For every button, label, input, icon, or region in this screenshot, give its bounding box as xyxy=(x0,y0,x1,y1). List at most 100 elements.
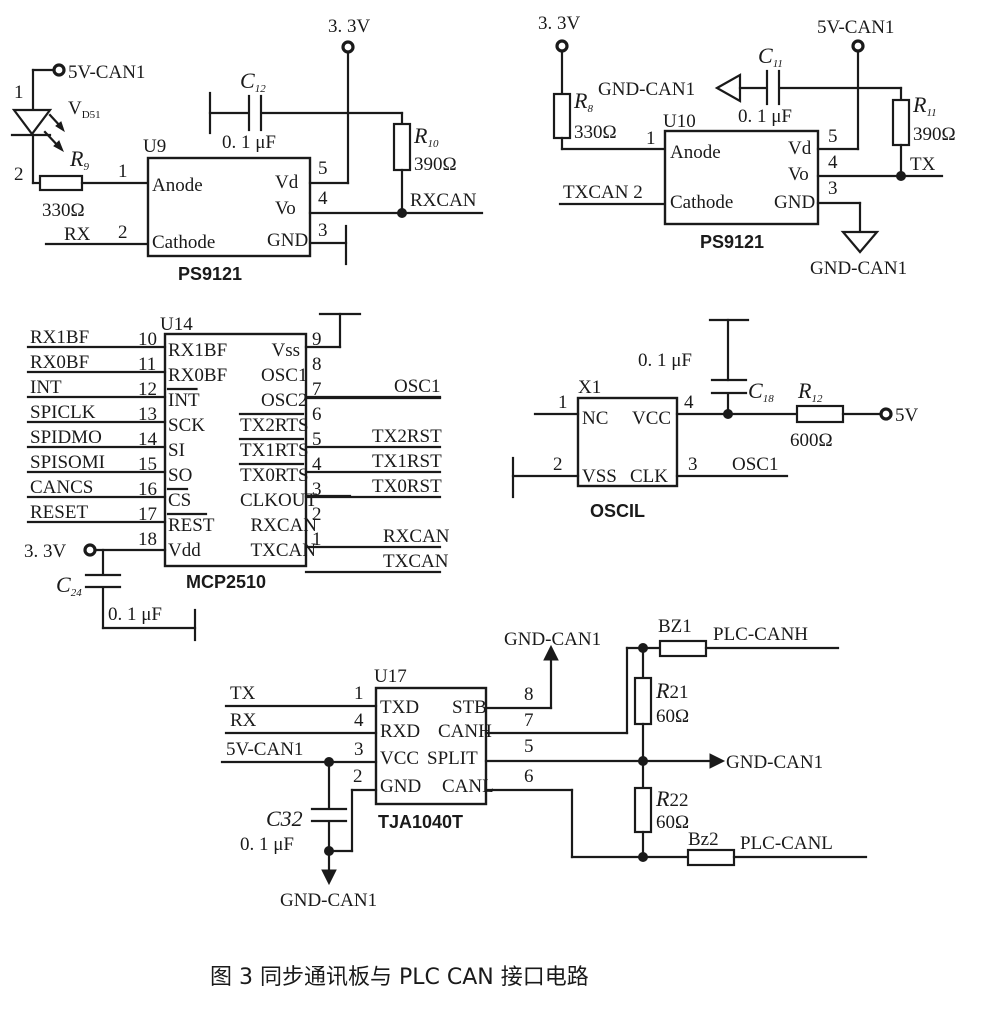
u17-canl-out: PLC-CANL xyxy=(740,833,833,854)
u17-pin1-num: 1 xyxy=(354,683,364,704)
u10-pin-vd: Vd xyxy=(788,138,812,159)
u10-part: PS9121 xyxy=(700,232,764,252)
u10-r8-ref: R8 xyxy=(573,88,593,115)
u10-pin4-num: 4 xyxy=(828,152,838,173)
u17-pin-txd: TXD xyxy=(380,697,419,718)
led-ray-arrow xyxy=(53,140,64,153)
u14-net-tx0rst: TX0RST xyxy=(372,476,442,497)
u9-pin5-num: 5 xyxy=(318,158,328,179)
u14-pin-sck: SCK xyxy=(168,415,205,436)
u17-pin-rxd: RXD xyxy=(380,721,420,742)
u14-pin6-num: 6 xyxy=(312,404,322,425)
u14-supply-label: 3. 3V xyxy=(24,541,67,562)
u14-part: MCP2510 xyxy=(186,572,266,592)
u9-pin3-num: 3 xyxy=(318,220,328,241)
x1-supply-terminal xyxy=(879,407,893,421)
led-ray-arrow xyxy=(55,121,65,133)
u10-r11-ref: R11 xyxy=(912,92,937,119)
u14-pin14-num: 14 xyxy=(138,429,158,450)
u14-right-pins: Vss9OSC18OSC1OSC27TX2RTS6TX2RSTTX1RTS5TX… xyxy=(238,329,450,574)
x1-pin-vcc: VCC xyxy=(632,408,671,429)
u14-pin3-num: 3 xyxy=(312,479,322,500)
u17-pin2-num: 2 xyxy=(353,766,363,787)
u9-rxcan-net: RXCAN xyxy=(410,190,477,211)
u10-r11-resistor xyxy=(891,98,911,147)
u10-pin3-num: 3 xyxy=(828,178,838,199)
u14-chip-body xyxy=(163,332,308,568)
u17-bz1 xyxy=(658,639,708,658)
x1-pin3-num: 3 xyxy=(688,454,698,475)
u14-net-tx2rst: TX2RST xyxy=(372,426,442,447)
u9-r10-ref: R10 xyxy=(413,123,439,150)
u14-net-spidmo: SPIDMO xyxy=(30,427,102,448)
u9-r9-resistor xyxy=(38,174,84,192)
u17-tx-net: TX xyxy=(230,683,256,704)
u9-led-ref: VD51 xyxy=(68,98,101,121)
u9-pin-gnd: GND xyxy=(267,230,308,251)
u14-pin-clkout: CLKOUT xyxy=(240,490,317,511)
u9-led-supply-label: 5V-CAN1 xyxy=(68,62,145,83)
u14-pin-so: SO xyxy=(168,465,192,486)
u14-pin1-num: 1 xyxy=(312,529,322,550)
ground-icon xyxy=(714,73,742,103)
u9-led-pin1: 1 xyxy=(14,82,24,103)
x1-osc1-net: OSC1 xyxy=(732,454,778,475)
u14-pin-osc1: OSC1 xyxy=(261,365,307,386)
u14-pin-txcan: TXCAN xyxy=(251,540,317,561)
u14-pin-int: INT xyxy=(168,390,200,411)
u17-pin-vcc: VCC xyxy=(380,748,419,769)
u14-pin-rest: REST xyxy=(168,515,215,536)
x1-chip-body xyxy=(576,396,679,488)
u14-pin18-num: 18 xyxy=(138,529,157,550)
u9-led-supply-terminal xyxy=(52,63,66,77)
u17-c32-gnd-label: GND-CAN1 xyxy=(280,890,377,911)
u14-pin16-num: 16 xyxy=(138,479,157,500)
u17-c32-ref: C32 xyxy=(266,806,303,831)
u9-circuit: 5V-CAN1 1 VD51 2 R9 330Ω 1 RX 2 U9 Anode… xyxy=(10,16,484,284)
u14-pin4-num: 4 xyxy=(312,454,322,475)
x1-ref: X1 xyxy=(578,377,601,398)
u17-pin-stb: STB xyxy=(452,697,487,718)
figure-caption: 图 3 同步通讯板与 PLC CAN 接口电路 xyxy=(210,965,589,990)
u10-pin-anode: Anode xyxy=(670,142,721,163)
x1-r12-resistor xyxy=(795,404,845,424)
u14-pin8-num: 8 xyxy=(312,354,322,375)
u14-pin12-num: 12 xyxy=(138,379,157,400)
u10-vd-supply-label: 5V-CAN1 xyxy=(817,17,894,38)
u10-vd-supply-terminal xyxy=(851,39,865,53)
u9-vd-supply-terminal xyxy=(341,40,355,54)
u14-pin15-num: 15 xyxy=(138,454,157,475)
u9-c12-ref: C12 xyxy=(240,68,266,95)
u17-pin6-num: 6 xyxy=(524,766,534,787)
u9-pin-cathode: Cathode xyxy=(152,232,215,253)
u14-pin5-num: 5 xyxy=(312,429,322,450)
u17-pin7-num: 7 xyxy=(524,710,534,731)
u10-chip-body xyxy=(663,129,820,226)
u14-pin-tx0rts: TX0RTS xyxy=(240,465,309,486)
x1-pin-clk: CLK xyxy=(630,466,668,487)
x1-circuit: X1 OSCIL NC VSS VCC CLK 1 2 4 0. 1 μF C1… xyxy=(511,318,919,521)
x1-pin2-num: 2 xyxy=(553,454,563,475)
u17-canh-out: PLC-CANH xyxy=(713,624,808,645)
u9-r10-resistor xyxy=(392,122,412,172)
u17-r22-resistor xyxy=(633,786,653,834)
u17-pin5-num: 5 xyxy=(524,736,534,757)
x1-pin1-num: 1 xyxy=(558,392,568,413)
u14-pin-cs: CS xyxy=(168,490,191,511)
u9-pin-vd: Vd xyxy=(275,172,299,193)
u17-pin-split: SPLIT xyxy=(427,748,478,769)
u17-part: TJA1040T xyxy=(378,812,463,832)
u14-pin-si: SI xyxy=(168,440,185,461)
x1-c18-value: 0. 1 μF xyxy=(638,350,692,371)
u10-c11-gnd-label: GND-CAN1 xyxy=(598,79,695,100)
u10-circuit: 3. 3V R8 330Ω 1 TXCAN 2 U10 Anode Cathod… xyxy=(538,13,956,279)
u9-pin1-num: 1 xyxy=(118,161,128,182)
u17-r21-ref: R21 xyxy=(655,678,688,703)
u14-c24-ref: C24 xyxy=(56,572,82,599)
u10-c11-value: 0. 1 μF xyxy=(738,106,792,127)
u17-bz1-label: BZ1 xyxy=(658,616,692,637)
u14-pin-vdd: Vdd xyxy=(168,540,201,561)
u9-r9-value: 330Ω xyxy=(42,200,85,221)
